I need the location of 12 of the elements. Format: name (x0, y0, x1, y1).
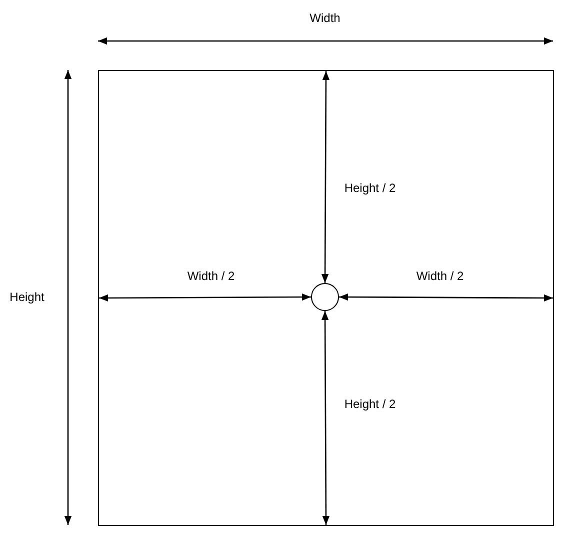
double-arrow (339, 293, 553, 302)
edge-label: Height / 2 (344, 397, 396, 411)
dimension-label: Height (10, 290, 44, 304)
dimension-label: Width (310, 11, 340, 25)
edge-label: Width / 2 (187, 269, 235, 283)
circle (311, 283, 339, 311)
double-arrow (321, 311, 330, 525)
edge-label: Width / 2 (416, 269, 464, 283)
edge-label: Height / 2 (344, 181, 396, 195)
double-arrow (321, 71, 330, 283)
rectangle-frame (98, 70, 554, 526)
double-arrow (99, 293, 311, 302)
